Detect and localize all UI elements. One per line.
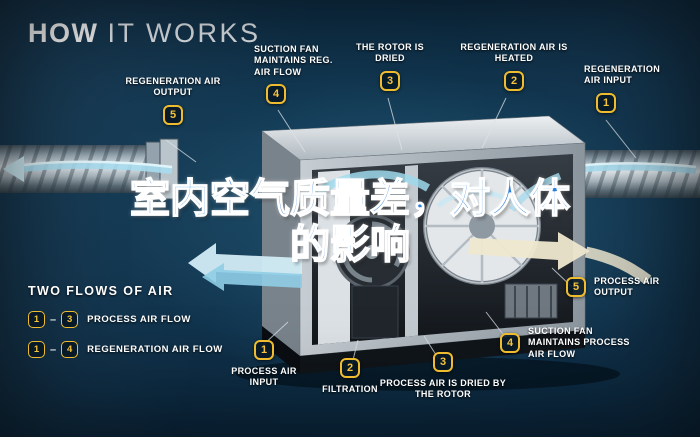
legend-label: PROCESS AIR FLOW — [87, 314, 191, 325]
callout-process-air-output: 5 PROCESS AIR OUTPUT — [566, 276, 676, 299]
title-word-it-works: IT WORKS — [107, 18, 261, 48]
legend-row-regeneration-air-flow: 1 – 4 REGENERATION AIR FLOW — [28, 341, 223, 358]
title-word-how: HOW — [28, 18, 99, 48]
heater — [504, 283, 558, 319]
legend-dash: – — [50, 343, 57, 356]
callout-label: PROCESS AIR OUTPUT — [594, 276, 660, 298]
filter-box — [351, 285, 399, 339]
callout-label: REGENERATION AIR OUTPUT — [125, 76, 221, 98]
legend-title: TWO FLOWS OF AIR — [28, 284, 174, 298]
page-title: HOW IT WORKS — [28, 18, 261, 49]
step-badge-2: 2 — [340, 358, 360, 378]
callout-process-air-input: PROCESS AIR INPUT 1 — [224, 340, 304, 389]
callout-label: REGENERATION AIR IS HEATED — [460, 42, 568, 64]
step-badge-2: 2 — [504, 70, 524, 91]
step-badge-5: 5 — [163, 104, 183, 125]
legend-two-flows-of-air: TWO FLOWS OF AIR 1 – 3 PROCESS AIR FLOW … — [28, 284, 223, 358]
callout-label: SUCTION FAN MAINTAINS REG. AIR FLOW — [254, 44, 333, 77]
legend-dash: – — [50, 313, 57, 326]
callout-label: PROCESS AIR IS DRIED BY THE ROTOR — [379, 378, 507, 400]
callout-rotor-is-dried: THE ROTOR IS DRIED 3 — [352, 42, 428, 91]
callout-label: THE ROTOR IS DRIED — [355, 42, 425, 64]
left-duct — [0, 138, 179, 200]
callout-regeneration-air-output: REGENERATION AIR OUTPUT 5 — [118, 76, 228, 125]
legend-badge-from: 1 — [28, 341, 45, 358]
callout-suction-fan-process-air: 4 SUCTION FAN MAINTAINS PROCESS AIR FLOW — [500, 326, 640, 360]
process-air-output-ribbon — [468, 232, 590, 270]
process-air-input-ribbon-bottom — [202, 263, 302, 291]
step-badge-5: 5 — [566, 277, 586, 298]
callout-label: PROCESS AIR INPUT — [231, 366, 297, 388]
step-badge-4: 4 — [500, 332, 520, 353]
airflow-arrowhead-left — [3, 156, 24, 182]
legend-badge-to: 3 — [61, 311, 79, 328]
step-badge-3: 3 — [433, 352, 453, 372]
leader-lines — [165, 97, 637, 365]
callout-label: FILTRATION — [322, 384, 378, 394]
callout-process-air-dried-by-rotor: PROCESS AIR IS DRIED BY THE ROTOR 3 — [374, 352, 512, 401]
callout-filtration: FILTRATION 2 — [314, 358, 386, 395]
airflow-ribbons — [188, 170, 652, 291]
legend-badge-from: 1 — [28, 311, 45, 328]
callout-regeneration-air-input: REGENERATION AIR INPUT 1 — [584, 64, 678, 113]
step-badge-1: 1 — [254, 340, 274, 360]
legend-label: REGENERATION AIR FLOW — [87, 344, 223, 355]
step-badge-1: 1 — [596, 92, 616, 113]
callout-suction-fan-reg-air: SUCTION FAN MAINTAINS REG. AIR FLOW 4 — [254, 44, 346, 104]
rotor — [423, 167, 541, 285]
callout-label: SUCTION FAN MAINTAINS PROCESS AIR FLOW — [528, 326, 630, 359]
legend-badge-to: 4 — [61, 341, 79, 358]
legend-row-process-air-flow: 1 – 3 PROCESS AIR FLOW — [28, 311, 223, 328]
step-badge-3: 3 — [380, 70, 400, 91]
step-badge-4: 4 — [266, 83, 286, 104]
callout-regeneration-air-heated: REGENERATION AIR IS HEATED 2 — [458, 42, 570, 91]
callout-label: REGENERATION AIR INPUT — [584, 64, 661, 86]
